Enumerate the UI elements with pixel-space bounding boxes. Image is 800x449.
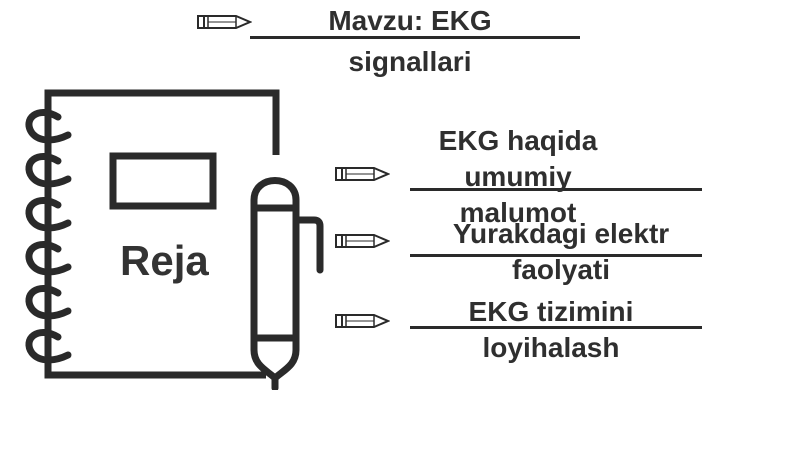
item-3-line-2: loyihalash — [482, 332, 620, 363]
title-line-1: Mavzu: EKG — [328, 5, 492, 36]
item-1-line-3: malumot — [459, 197, 577, 228]
item-1-line-1: EKG haqida — [438, 125, 598, 156]
title-underline — [250, 36, 580, 39]
item-1-line-2: umumiy — [464, 161, 572, 192]
item-2-line-2: faolyati — [511, 254, 611, 285]
pen-icon — [250, 177, 324, 390]
item-1-underline — [410, 188, 702, 191]
item-3-line-1: EKG tizimini — [468, 296, 634, 327]
pencil-icon — [335, 234, 390, 248]
notebook-icon — [25, 89, 280, 379]
item-2-line-1: Yurakdagi elektr — [452, 218, 670, 249]
pencil-icon — [335, 314, 390, 328]
title-line-2: signallari — [348, 46, 472, 77]
pencil-icon — [197, 15, 252, 29]
pencil-icon — [335, 167, 390, 181]
item-3-underline — [410, 326, 702, 329]
notebook-label: Reja — [120, 237, 209, 284]
item-2-underline — [410, 254, 702, 257]
